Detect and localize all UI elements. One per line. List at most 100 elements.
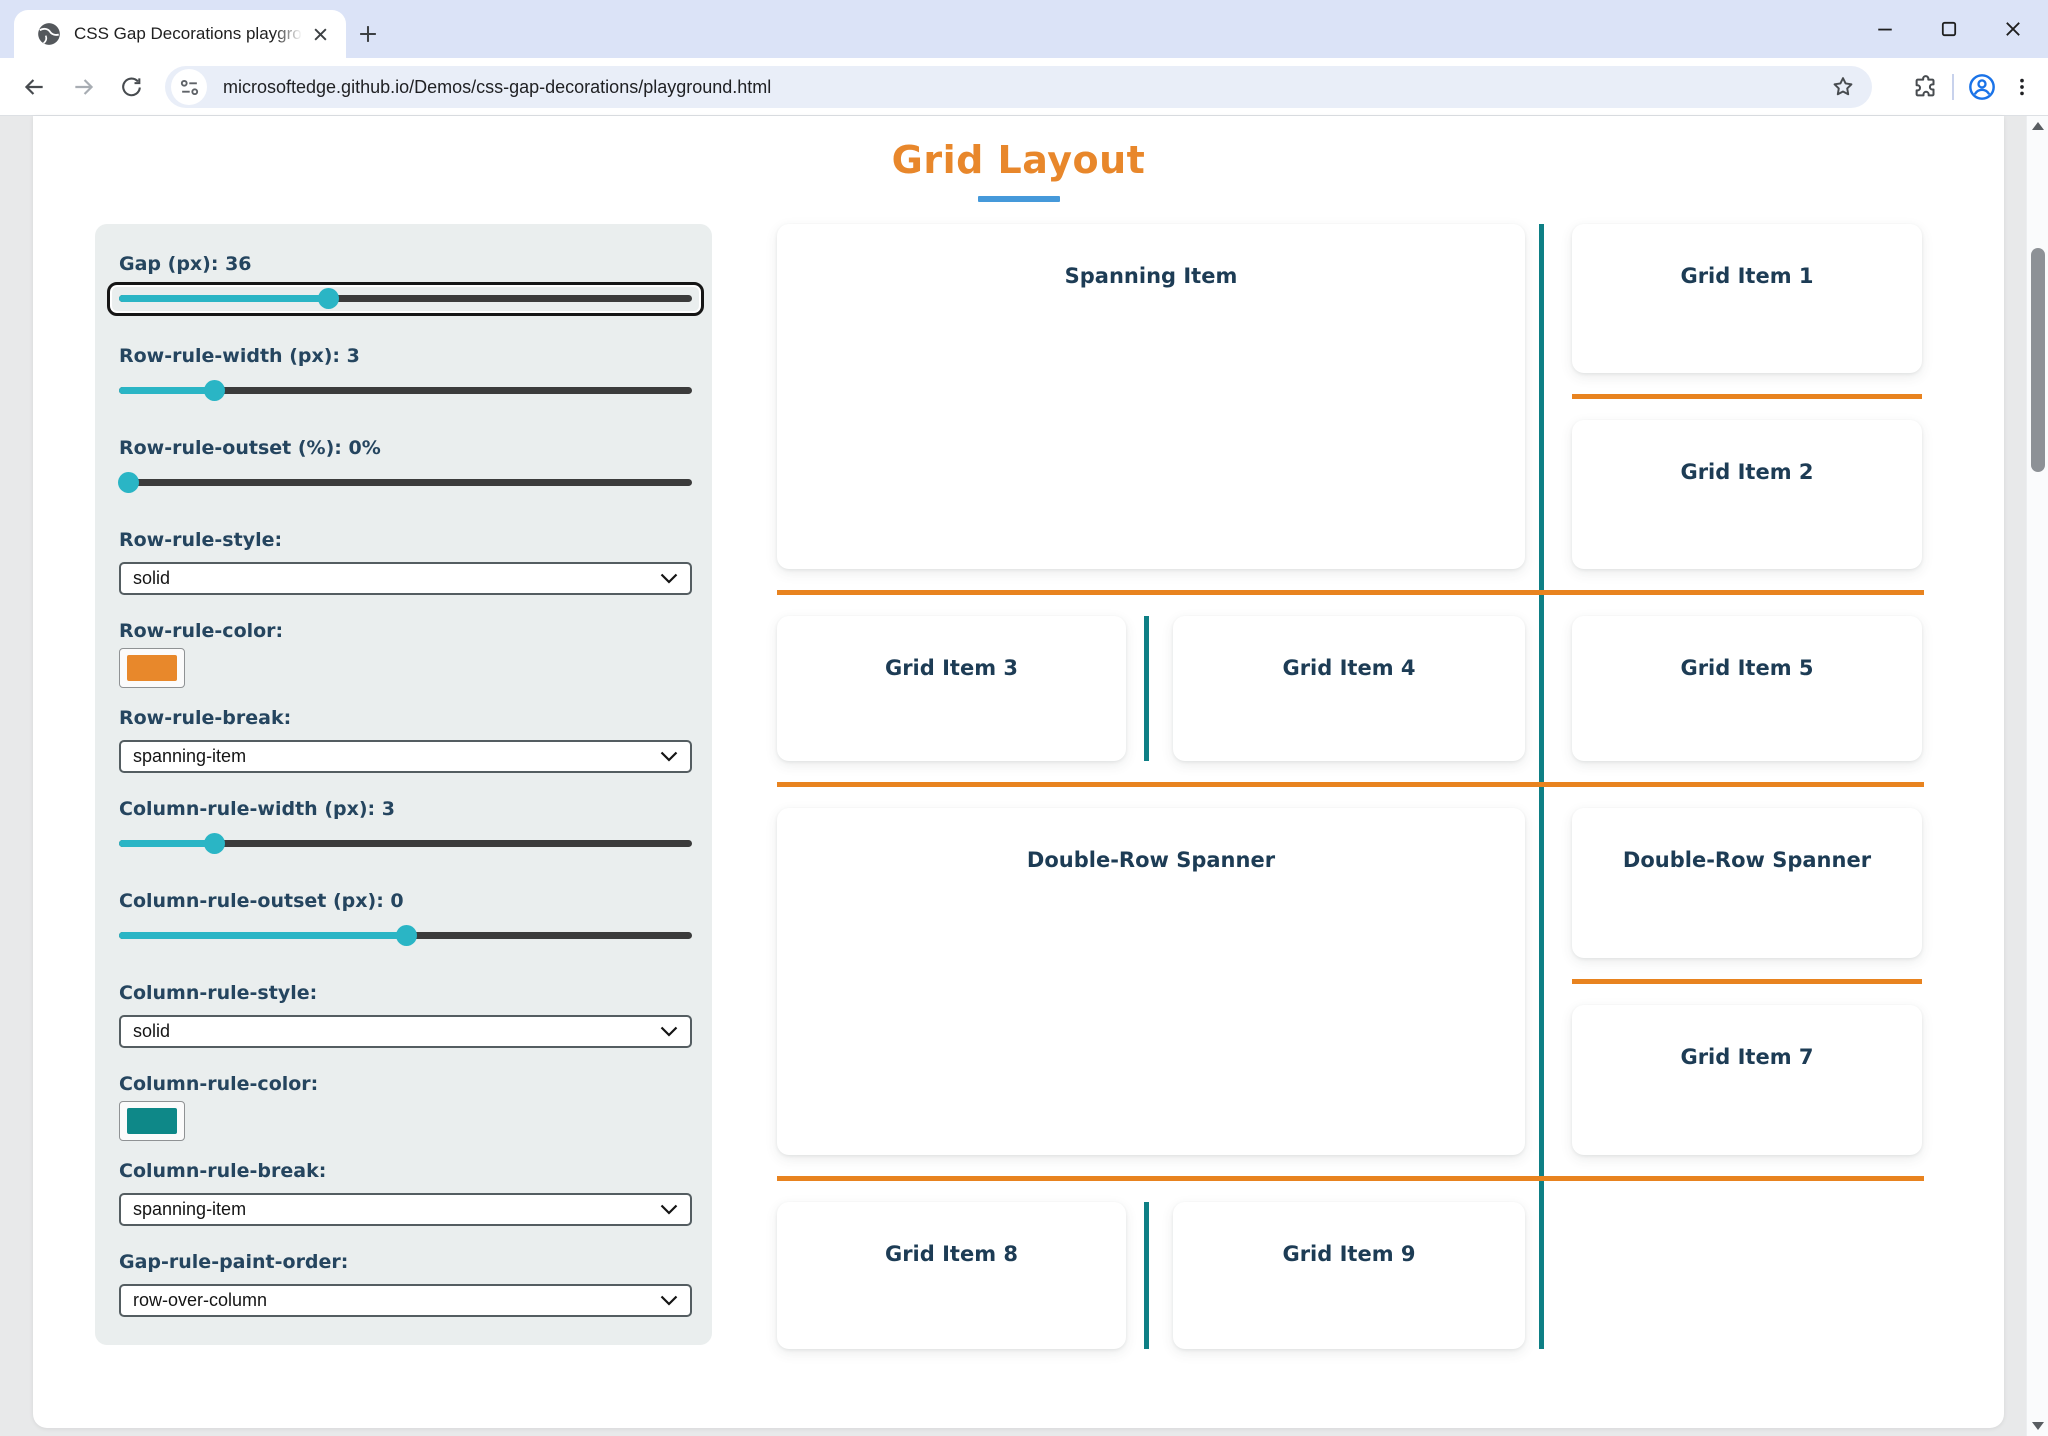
row-rule-style-label: Row-rule-style: (119, 529, 283, 551)
grid-card-9: Grid Item 9 (1173, 1202, 1525, 1349)
column-rule-break-select[interactable]: spanning-item (119, 1193, 692, 1226)
chevron-down-icon (660, 751, 678, 762)
column-rule-row3 (1144, 616, 1149, 761)
back-icon[interactable] (16, 69, 52, 105)
row-rule-width-slider[interactable] (119, 380, 692, 402)
controls-panel: Gap (px): 36 Row-rule-width (px): 3 (95, 224, 712, 1345)
browser-tab[interactable]: CSS Gap Decorations playground (14, 10, 346, 58)
page-content: Grid Layout Gap (px): 36 Row-rule-width … (33, 116, 2004, 1428)
scroll-up-icon[interactable] (2027, 122, 2048, 138)
chevron-down-icon (660, 1295, 678, 1306)
gap-rule-paint-order-label: Gap-rule-paint-order: (119, 1251, 349, 1273)
tab-title-fade (274, 24, 302, 44)
url-text[interactable]: microsoftedge.github.io/Demos/css-gap-de… (223, 76, 772, 97)
select-value: spanning-item (133, 746, 247, 766)
close-window-icon[interactable] (1996, 12, 2030, 46)
toolbar-separator (1952, 74, 1954, 100)
slider-thumb[interactable] (395, 925, 417, 946)
slider-thumb[interactable] (318, 288, 340, 309)
slider-track[interactable] (119, 479, 692, 486)
menu-icon[interactable] (2002, 67, 2042, 107)
slider-fill (119, 295, 329, 302)
gap-control-group: Gap (px): 36 (107, 252, 704, 316)
slider-fill (119, 932, 406, 939)
row-rule-break-group: Row-rule-break: spanning-item (119, 706, 692, 773)
slider-track[interactable] (119, 387, 692, 394)
url-bar[interactable]: microsoftedge.github.io/Demos/css-gap-de… (165, 66, 1872, 108)
row-rule-col3-b (1572, 979, 1922, 984)
column-rule-row6 (1144, 1202, 1149, 1349)
column-rule-break-label: Column-rule-break: (119, 1160, 327, 1182)
scroll-down-icon[interactable] (2027, 1414, 2048, 1430)
page-title: Grid Layout (891, 138, 1146, 182)
row-rule-color-input[interactable] (119, 648, 185, 688)
slider-track[interactable] (119, 295, 692, 302)
tab-strip: CSS Gap Decorations playground (0, 0, 2048, 58)
grid-card-spanning-item: Spanning Item (777, 224, 1525, 569)
tab-close-icon[interactable] (306, 20, 334, 48)
gap-slider[interactable] (119, 288, 692, 310)
forward-icon[interactable] (66, 69, 102, 105)
column-rule-width-slider[interactable] (119, 833, 692, 855)
vertical-scrollbar[interactable] (2026, 116, 2048, 1436)
chevron-down-icon (660, 1026, 678, 1037)
grid-card-5: Grid Item 5 (1572, 616, 1922, 761)
new-tab-icon[interactable] (352, 18, 384, 50)
column-rule-width-group: Column-rule-width (px): 3 (119, 797, 692, 855)
column-rule-style-label: Column-rule-style: (119, 982, 318, 1004)
row-rule-col3-a (1572, 394, 1922, 399)
profile-icon[interactable] (1962, 67, 2002, 107)
select-value: spanning-item (133, 1199, 247, 1219)
select-value: row-over-column (133, 1290, 268, 1310)
grid-card-8: Grid Item 8 (777, 1202, 1126, 1349)
slider-thumb[interactable] (117, 472, 139, 493)
column-rule-outset-label: Column-rule-outset (px): 0 (119, 890, 404, 912)
grid-card-4: Grid Item 4 (1173, 616, 1525, 761)
title-underline (977, 196, 1060, 202)
favicon-globe-icon (36, 21, 62, 47)
slider-track[interactable] (119, 840, 692, 847)
slider-fill (119, 387, 214, 394)
grid-card-double-row-spanner: Double-Row Spanner (777, 808, 1525, 1155)
reload-icon[interactable] (113, 69, 149, 105)
row-rule-outset-slider[interactable] (117, 472, 692, 494)
column-rule-color-input[interactable] (119, 1101, 185, 1141)
gap-rule-paint-order-select[interactable]: row-over-column (119, 1284, 692, 1317)
column-rule-break-group: Column-rule-break: spanning-item (119, 1159, 692, 1226)
row-rule-full-2 (777, 782, 1924, 787)
scrollbar-thumb[interactable] (2031, 248, 2045, 472)
gap-label: Gap (px): 36 (119, 253, 252, 275)
select-value: solid (133, 568, 171, 588)
maximize-icon[interactable] (1932, 12, 1966, 46)
row-rule-width-label: Row-rule-width (px): 3 (119, 345, 360, 367)
grid-card-2: Grid Item 2 (1572, 420, 1922, 569)
row-rule-outset-label: Row-rule-outset (%): 0% (119, 437, 381, 459)
bookmark-star-icon[interactable] (1828, 72, 1858, 102)
row-rule-width-group: Row-rule-width (px): 3 (119, 344, 692, 402)
row-rule-break-select[interactable]: spanning-item (119, 740, 692, 773)
column-rule-color-swatch (127, 1108, 177, 1134)
row-rule-style-group: Row-rule-style: solid (119, 528, 692, 595)
slider-thumb[interactable] (203, 380, 225, 401)
gap-rule-paint-order-group: Gap-rule-paint-order: row-over-column (119, 1250, 692, 1317)
column-rule-style-group: Column-rule-style: solid (119, 981, 692, 1048)
extensions-icon[interactable] (1904, 67, 1944, 107)
row-rule-color-swatch (127, 655, 177, 681)
minimize-icon[interactable] (1868, 12, 1902, 46)
row-rule-color-label: Row-rule-color: (119, 620, 284, 642)
row-rule-color-group: Row-rule-color: (119, 619, 692, 688)
grid-card-7: Grid Item 7 (1572, 1005, 1922, 1155)
column-rule-color-label: Column-rule-color: (119, 1073, 319, 1095)
column-rule-outset-slider[interactable] (119, 925, 692, 947)
row-rule-style-select[interactable]: solid (119, 562, 692, 595)
row-rule-outset-group: Row-rule-outset (%): 0% (117, 436, 692, 494)
row-rule-full-3 (777, 1176, 1924, 1181)
chevron-down-icon (660, 573, 678, 584)
column-rule-style-select[interactable]: solid (119, 1015, 692, 1048)
grid-card-3: Grid Item 3 (777, 616, 1126, 761)
column-rule-outset-group: Column-rule-outset (px): 0 (119, 889, 692, 947)
slider-fill (119, 840, 214, 847)
slider-thumb[interactable] (203, 833, 225, 854)
site-info-icon[interactable] (171, 69, 207, 105)
column-rule-color-group: Column-rule-color: (119, 1072, 692, 1141)
